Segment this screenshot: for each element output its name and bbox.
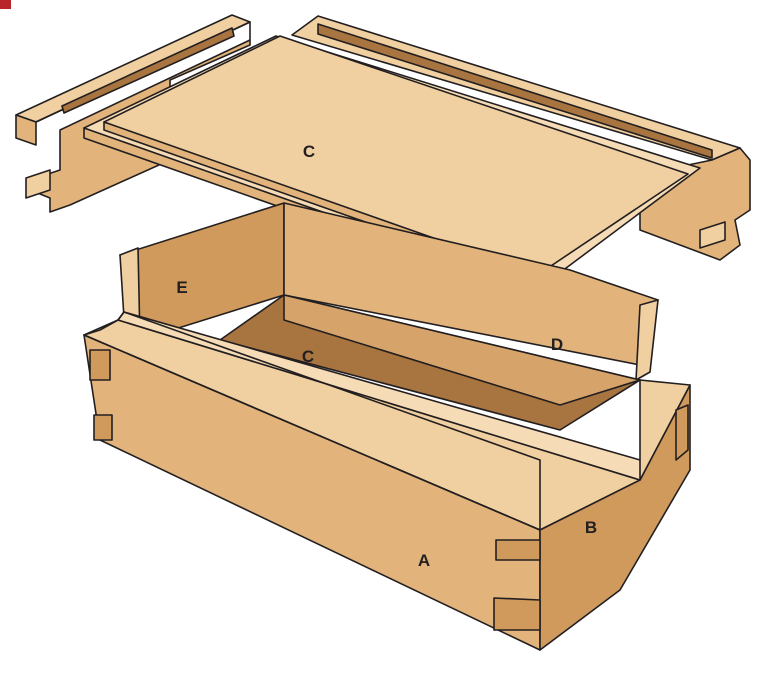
right-lid-rail xyxy=(291,15,751,261)
label-front-a: A xyxy=(417,551,431,570)
corner-marker xyxy=(0,0,11,9)
label-bottom-c: C xyxy=(301,347,315,366)
label-end-b: B xyxy=(584,518,598,537)
label-lid-c: C xyxy=(302,142,316,161)
outer-box xyxy=(83,311,691,651)
label-end-e: E xyxy=(176,278,188,297)
label-side-d: D xyxy=(550,335,564,354)
inner-liner xyxy=(119,202,659,431)
